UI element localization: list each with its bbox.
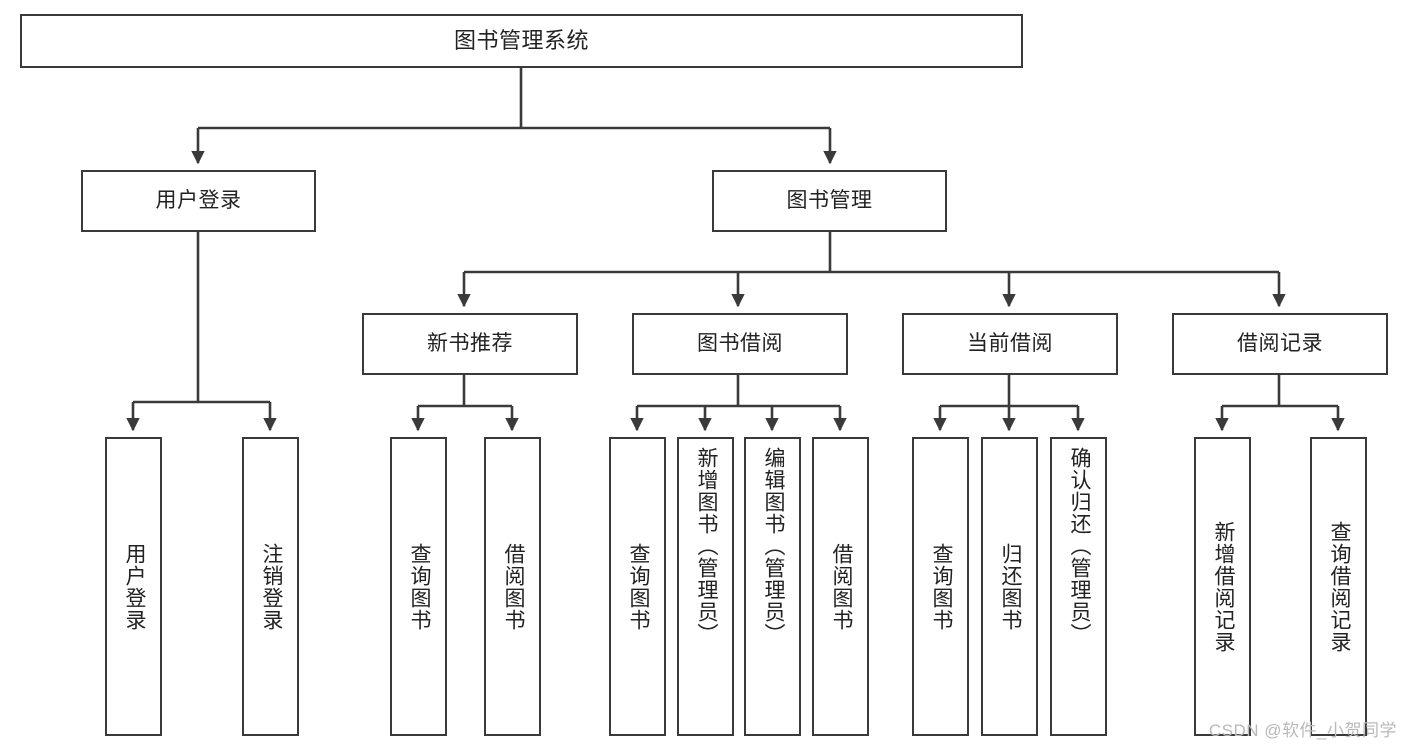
- leaf-borrow-borrow-book[interactable]: 借阅图书: [812, 437, 869, 736]
- leaf-current-query-book[interactable]: 查询图书: [912, 437, 969, 736]
- leaf-label: 归还图书: [998, 542, 1022, 631]
- node-book-borrow[interactable]: 图书借阅: [632, 313, 848, 375]
- leaf-recommend-borrow-book[interactable]: 借阅图书: [484, 437, 541, 736]
- node-new-book-recommend[interactable]: 新书推荐: [362, 313, 578, 375]
- leaf-label: 查询图书: [626, 542, 650, 631]
- leaf-label: 查询借阅记录: [1327, 520, 1351, 653]
- connector-root-to-level2: [191, 68, 837, 165]
- leaf-record-add-record[interactable]: 新增借阅记录: [1194, 437, 1251, 736]
- leaf-user-login[interactable]: 用户登录: [105, 437, 162, 736]
- leaf-label: 借阅图书: [829, 542, 853, 631]
- node-borrow-record[interactable]: 借阅记录: [1172, 313, 1388, 375]
- node-current-borrow[interactable]: 当前借阅: [902, 313, 1118, 375]
- leaf-label: 查询图书: [407, 542, 431, 631]
- node-user-login[interactable]: 用户登录: [81, 170, 316, 232]
- leaf-record-query-record[interactable]: 查询借阅记录: [1310, 437, 1367, 736]
- leaf-label: 用户登录: [122, 542, 146, 631]
- connector-newbook-to-leaves: [411, 375, 519, 432]
- connector-userlogin-to-leaves: [126, 232, 277, 432]
- leaf-borrow-edit-book-admin[interactable]: 编辑图书（管理员）: [744, 437, 801, 736]
- leaf-user-logout[interactable]: 注销登录: [242, 437, 299, 736]
- leaf-current-return-book[interactable]: 归还图书: [981, 437, 1038, 736]
- connector-record-to-leaves: [1215, 375, 1345, 432]
- leaf-label: 注销登录: [259, 542, 283, 631]
- connector-bookmgmt-to-level3: [457, 232, 1286, 308]
- leaf-borrow-query-book[interactable]: 查询图书: [609, 437, 666, 736]
- leaf-label: 新增图书（管理员）: [694, 447, 718, 645]
- connector-current-to-leaves: [933, 375, 1085, 432]
- node-book-management[interactable]: 图书管理: [712, 170, 947, 232]
- leaf-current-confirm-return-admin[interactable]: 确认归还（管理员）: [1050, 437, 1107, 736]
- leaf-label: 查询图书: [929, 542, 953, 631]
- connector-borrow-to-leaves: [630, 375, 847, 432]
- csdn-watermark: CSDN @软件_小贺同学: [1208, 721, 1397, 740]
- leaf-label: 新增借阅记录: [1211, 520, 1235, 653]
- node-root-system[interactable]: 图书管理系统: [20, 14, 1023, 68]
- leaf-label: 确认归还（管理员）: [1067, 447, 1091, 645]
- leaf-label: 编辑图书（管理员）: [761, 447, 785, 645]
- leaf-borrow-add-book-admin[interactable]: 新增图书（管理员）: [677, 437, 734, 736]
- leaf-label: 借阅图书: [501, 542, 525, 631]
- leaf-recommend-query-book[interactable]: 查询图书: [390, 437, 447, 736]
